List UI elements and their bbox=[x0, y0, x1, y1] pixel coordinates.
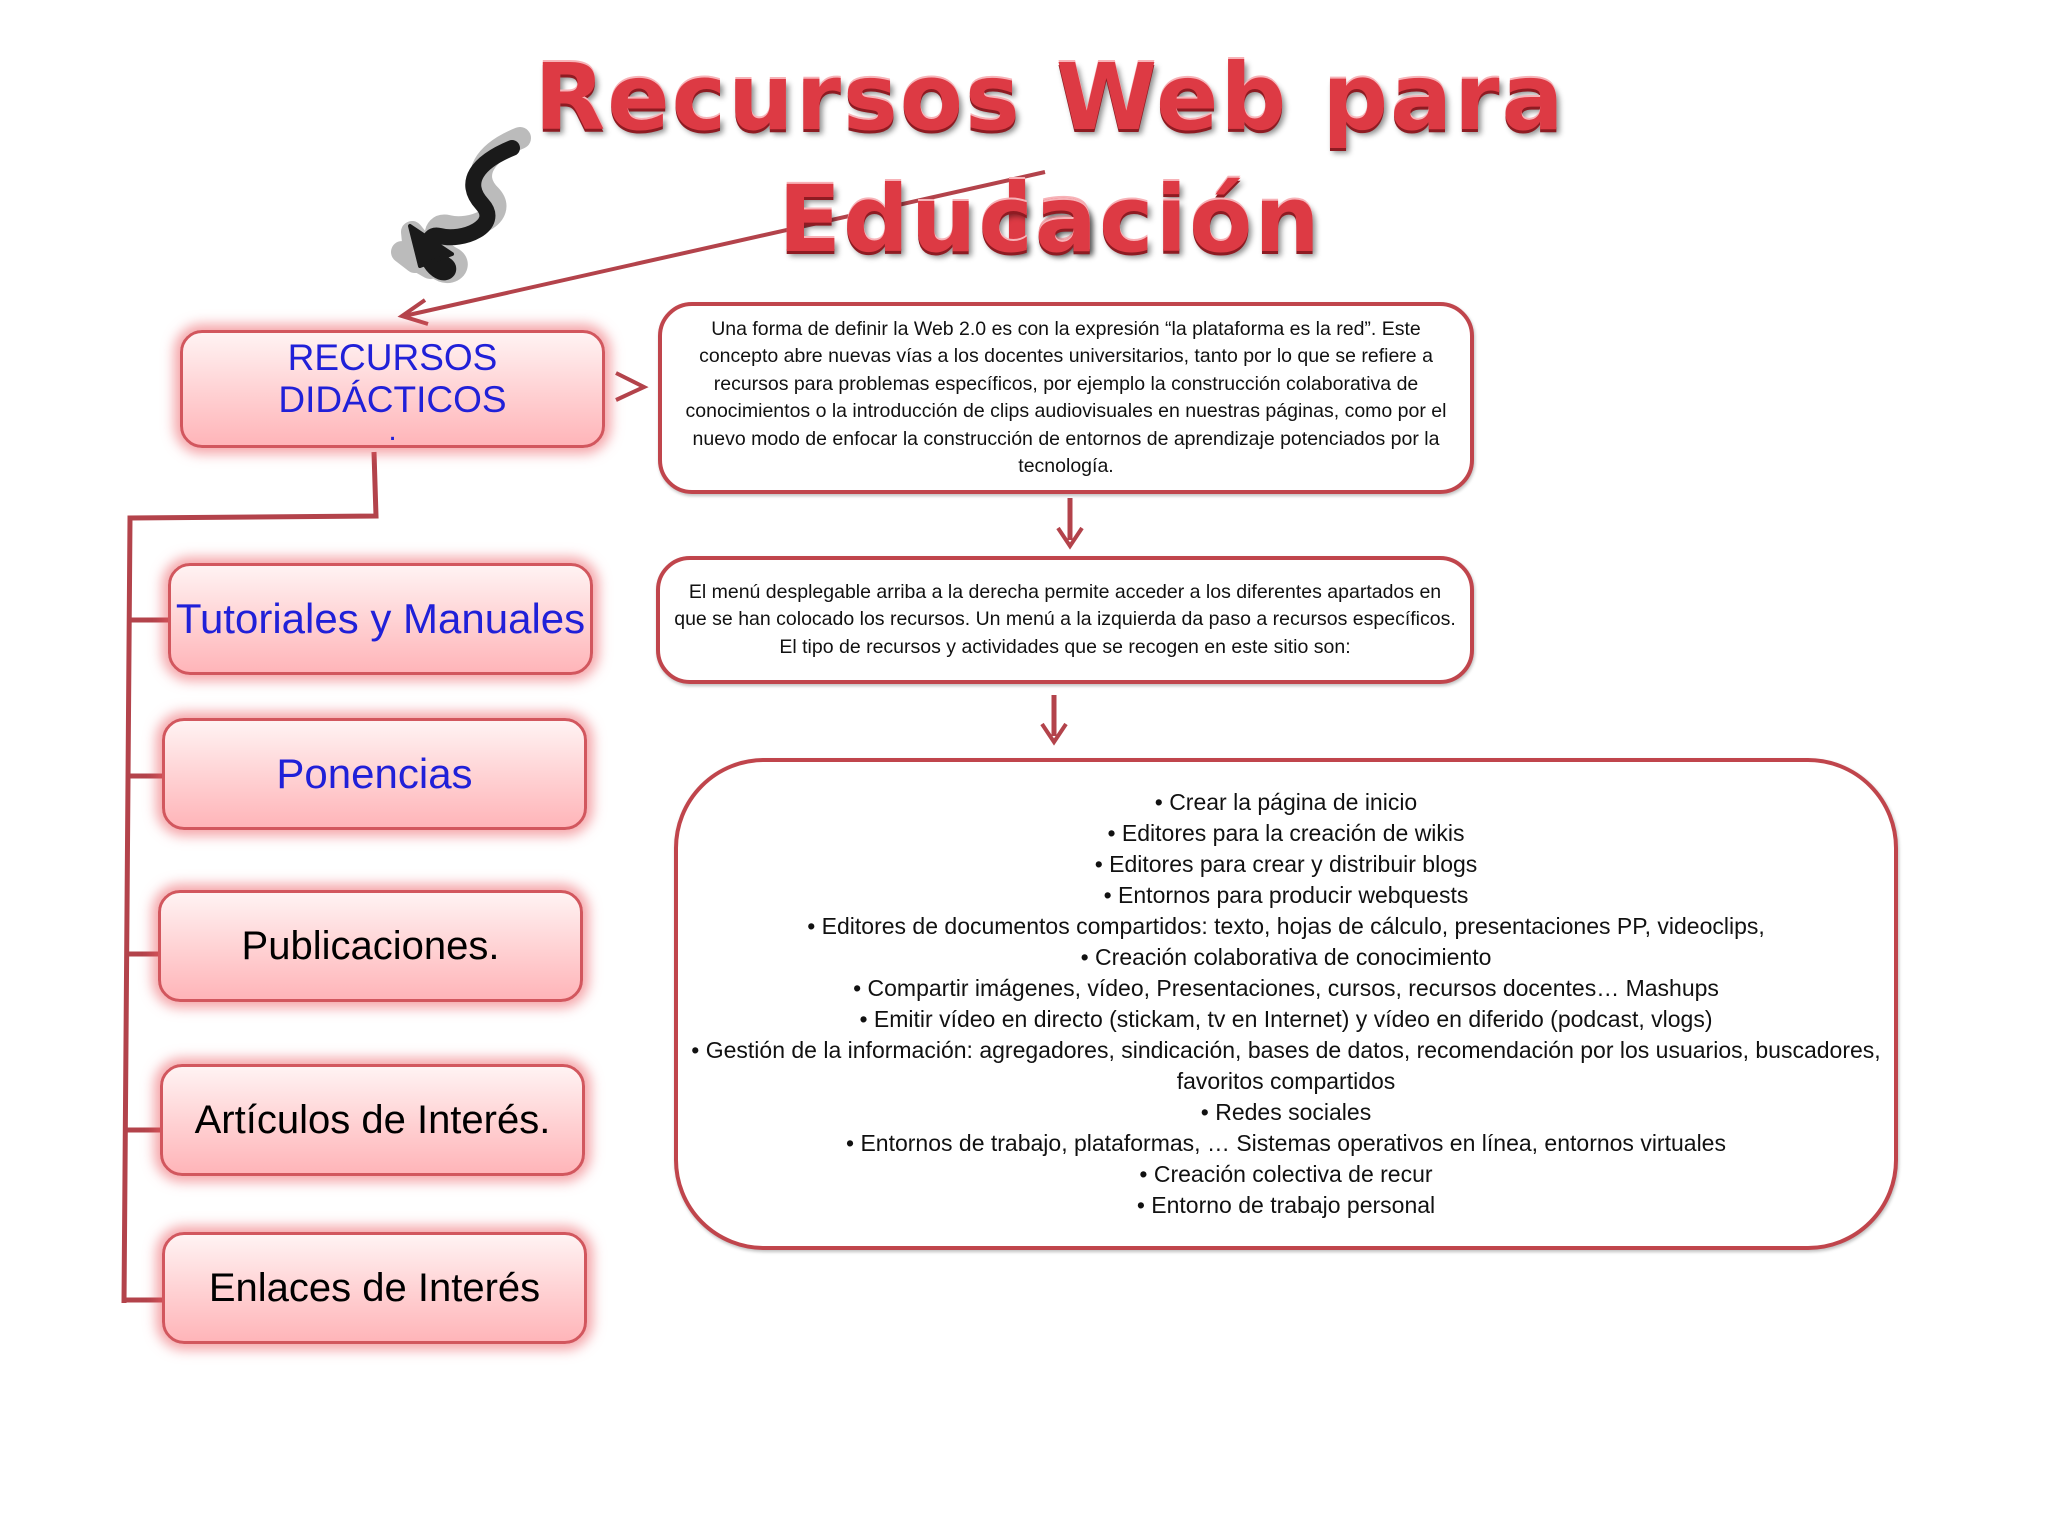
list-item: • Editores de documentos compartidos: te… bbox=[807, 913, 1765, 939]
list-item: • Gestión de la información: agregadores… bbox=[691, 1037, 1881, 1094]
list-item: • Editores para la creación de wikis bbox=[1107, 820, 1465, 846]
node-ponencias[interactable]: Ponencias bbox=[162, 718, 587, 830]
list-item: • Entornos para producir webquests bbox=[1103, 882, 1469, 908]
list-item: • Creación colectiva de recur bbox=[1139, 1161, 1433, 1187]
definition-box: Una forma de definir la Web 2.0 es con l… bbox=[658, 302, 1474, 494]
page-title-line2: Educación bbox=[778, 166, 1322, 273]
node-publicaciones[interactable]: Publicaciones. bbox=[158, 890, 583, 1002]
list-item: • Editores para crear y distribuir blogs bbox=[1094, 851, 1478, 877]
list-item: • Emitir vídeo en directo (stickam, tv e… bbox=[859, 1006, 1713, 1032]
resource-list-box: • Crear la página de inicio • Editores p… bbox=[674, 758, 1898, 1250]
list-item: • Entorno de trabajo personal bbox=[1136, 1192, 1436, 1218]
node-articulos-de-interes[interactable]: Artículos de Interés. bbox=[160, 1064, 585, 1176]
curly-arrow-icon bbox=[391, 127, 531, 283]
menu-description-text: El menú desplegable arriba a la derecha … bbox=[674, 580, 1456, 658]
arrow-menu-to-lista bbox=[1040, 695, 1068, 746]
list-item: • Entornos de trabajo, plataformas, … Si… bbox=[846, 1130, 1726, 1156]
definition-text: Una forma de definir la Web 2.0 es con l… bbox=[685, 317, 1447, 478]
node-tutoriales-y-manuales[interactable]: Tutoriales y Manuales bbox=[168, 563, 593, 675]
resource-list: • Crear la página de inicio • Editores p… bbox=[678, 787, 1894, 1221]
menu-description-box: El menú desplegable arriba a la derecha … bbox=[656, 556, 1474, 684]
tree-bracket bbox=[121, 451, 379, 1304]
list-item: • Redes sociales bbox=[1200, 1099, 1372, 1125]
arrow-definicion-to-menu bbox=[1056, 498, 1084, 550]
arrow-title-to-recursos bbox=[397, 170, 1046, 326]
list-item: • Crear la página de inicio bbox=[1154, 789, 1418, 815]
page-title-line1: Recursos Web para la bbox=[534, 44, 1566, 271]
node-recursos-label: RECURSOS DIDÁCTICOS bbox=[278, 337, 507, 420]
arrow-recursos-to-definicion bbox=[615, 371, 649, 402]
list-item: • Compartir imágenes, vídeo, Presentacio… bbox=[853, 975, 1719, 1001]
list-item: • Creación colaborativa de conocimiento bbox=[1080, 944, 1492, 970]
node-recursos-didacticos[interactable]: RECURSOS DIDÁCTICOS . bbox=[180, 330, 605, 448]
node-recursos-suffix: . bbox=[388, 414, 397, 447]
node-enlaces-de-interes[interactable]: Enlaces de Interés bbox=[162, 1232, 587, 1344]
